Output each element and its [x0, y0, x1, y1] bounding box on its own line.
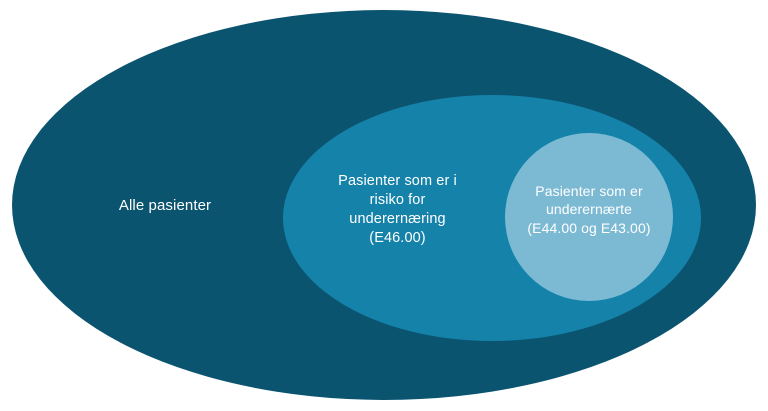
set-label-malnourished: Pasienter som er underernærte (E44.00 og…	[527, 183, 651, 236]
set-ellipse-malnourished	[505, 133, 673, 301]
set-label-at-risk: Pasienter som er i risiko for underernær…	[338, 173, 457, 247]
set-label-all-patients: Alle pasienter	[118, 197, 212, 214]
